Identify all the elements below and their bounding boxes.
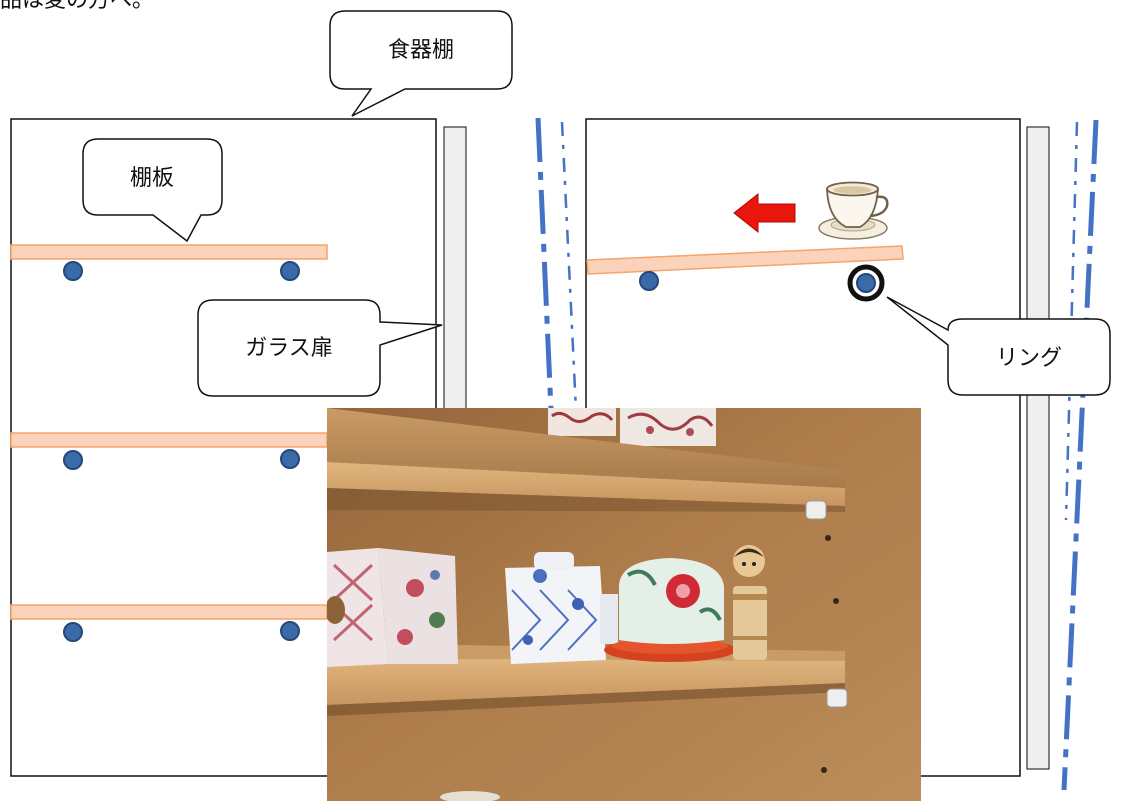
callout-shelf-board: 棚板 [82,138,223,243]
shelf-peg [63,450,83,470]
shelf-peg [280,621,300,641]
callout-cabinet: 食器棚 [329,10,513,117]
shelf-peg [63,622,83,642]
callout-cabinet-label: 食器棚 [388,38,454,63]
shelf-peg [280,261,300,281]
tilted-shelf-board [586,245,904,275]
callout-ring: リング [886,296,1111,396]
shelf-photo [327,408,921,801]
ring-peg [856,273,876,293]
photo-canister [327,548,458,667]
left-shelf-board-1 [10,244,328,260]
callout-ring-label: リング [996,346,1062,371]
right-glass-door [1026,126,1050,770]
photo-teapot [505,552,618,664]
teacup-icon [818,181,889,240]
top-caption-text: 品は変の方へ。 [0,0,155,13]
left-arrow-icon [733,192,796,234]
photo-bowl [604,558,736,662]
shelf-peg [63,261,83,281]
photo-kokeshi [733,545,767,660]
left-shelf-board-2 [10,432,328,448]
callout-shelf-board-label: 棚板 [130,166,174,191]
callout-glass-door: ガラス扉 [197,299,443,397]
shelf-peg [639,271,659,291]
callout-glass-door-label: ガラス扉 [245,336,333,361]
door-swing-lines [535,117,1099,791]
shelf-peg [280,449,300,469]
left-shelf-board-3 [10,604,328,620]
photo-top-cups [548,408,716,446]
